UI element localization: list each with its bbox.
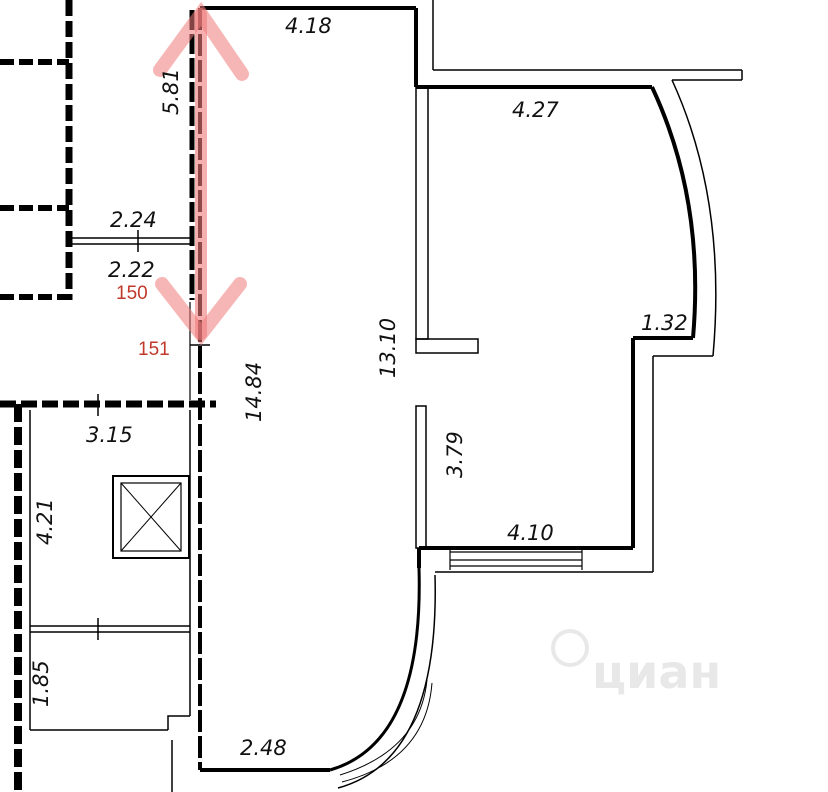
watermark-pin-icon: [551, 629, 589, 667]
apartment-walls: [189, 0, 743, 789]
dim-right-room-bottom: 4.10: [507, 521, 554, 545]
dim-bottom-width: 2.48: [240, 736, 287, 760]
dim-left-vertical: 5.81: [159, 68, 183, 115]
dim-top-room: 4.18: [285, 14, 332, 38]
elevator-shaft: [112, 475, 190, 559]
dim-right-room-top: 4.27: [512, 98, 559, 122]
marker-151: 151: [138, 339, 170, 360]
dim-lower-left: 1.85: [29, 660, 53, 707]
dim-big-height: 13.10: [376, 318, 400, 378]
dim-hall-top: 2.24: [110, 208, 157, 232]
dim-inner-wall: 3.79: [443, 431, 467, 478]
watermark: циан: [551, 629, 721, 699]
dim-stair-height: 4.21: [33, 498, 57, 545]
red-arrows: [153, 1, 249, 346]
arrow-head-up: [153, 1, 249, 81]
stair-block: [0, 394, 216, 792]
dim-hall-bottom: 2.22: [108, 258, 155, 282]
watermark-text: циан: [592, 645, 721, 699]
windows: [339, 548, 583, 783]
dim-corridor: 14.84: [242, 362, 266, 422]
dim-bay-side: 1.32: [641, 311, 688, 335]
dim-stair-width: 3.15: [86, 423, 133, 447]
left-rooms: [0, 0, 190, 300]
arrow-head-down: [155, 277, 247, 346]
marker-150: 150: [116, 283, 148, 304]
